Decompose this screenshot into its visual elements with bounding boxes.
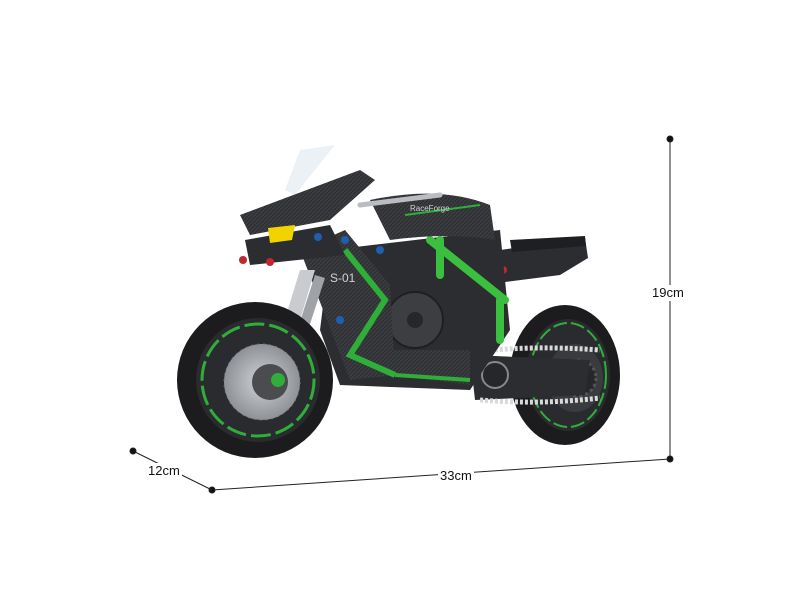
- width-dimension-label: 12cm: [146, 463, 182, 479]
- fairing-decal: S-01: [330, 271, 356, 285]
- green-frame-tubes: [426, 236, 509, 344]
- length-dimension-label: 33cm: [438, 468, 474, 484]
- front-fairing: [239, 145, 375, 266]
- tail-section: [499, 236, 588, 282]
- handlebar: [314, 192, 443, 324]
- side-fairing: S-01: [300, 230, 397, 380]
- height-dimension-label: 19cm: [650, 285, 686, 301]
- fuel-tank: RaceForge: [370, 193, 495, 240]
- tank-brand-text: RaceForge: [410, 204, 450, 213]
- front-wheel: [177, 302, 333, 458]
